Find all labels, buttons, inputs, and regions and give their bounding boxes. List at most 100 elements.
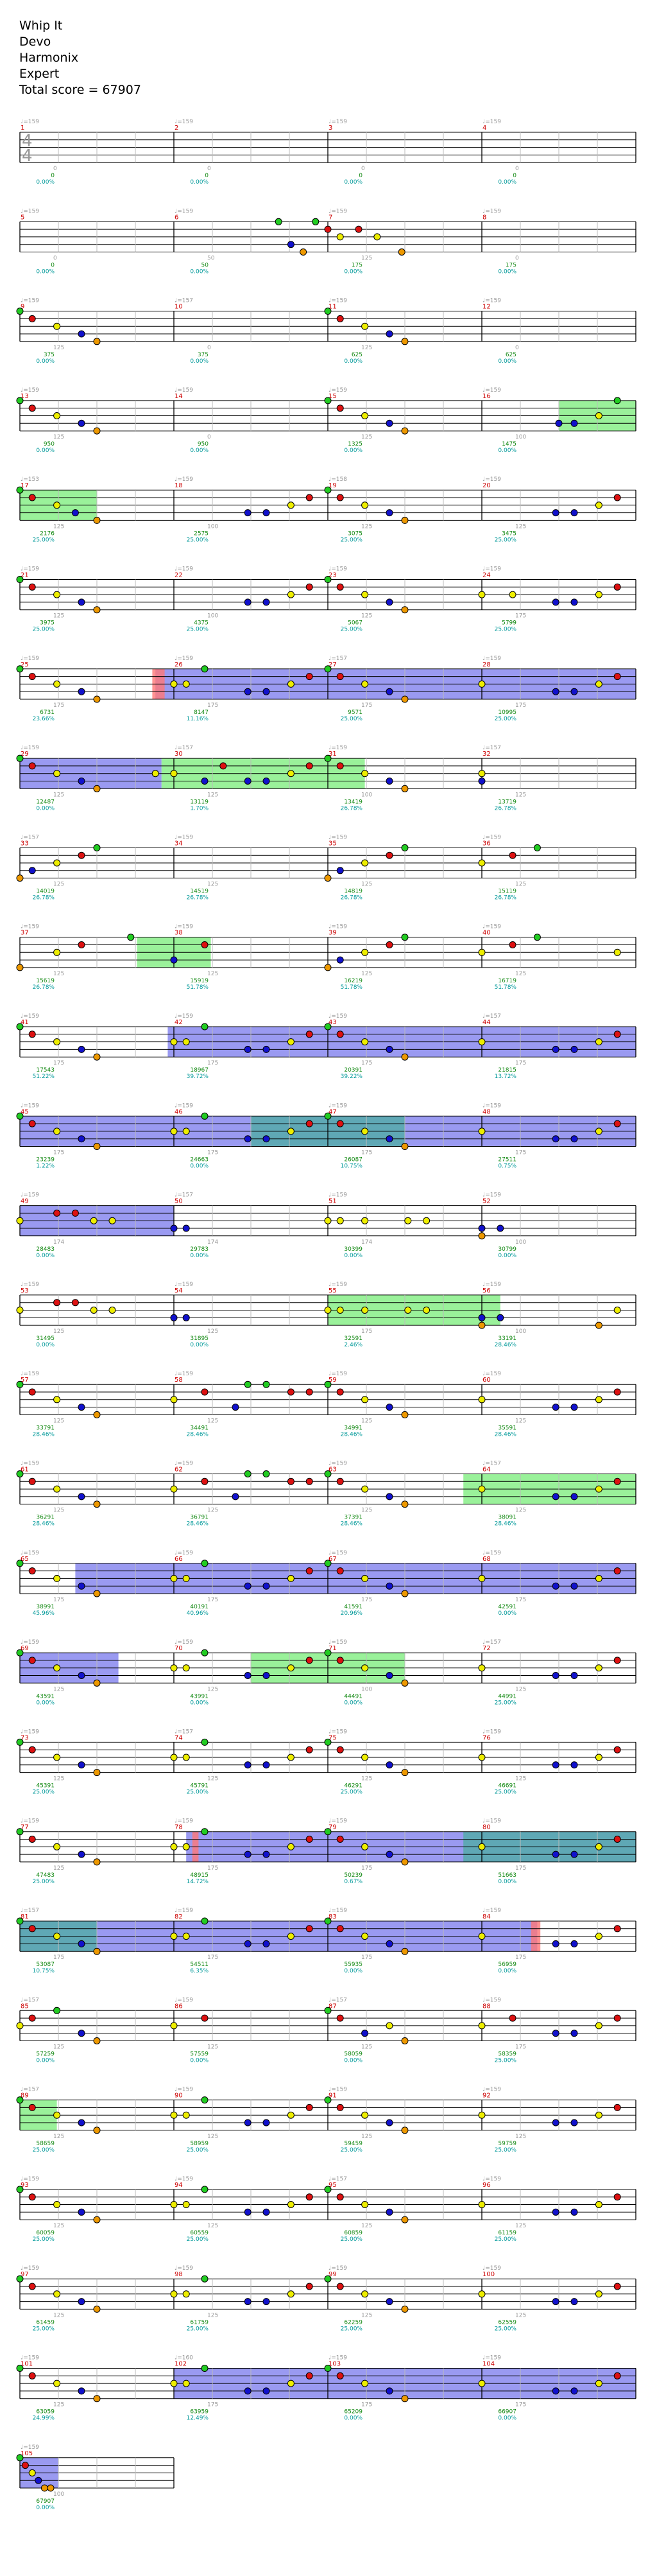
measure-percent: 0.00% <box>36 269 55 275</box>
measure-number: 24 <box>482 572 491 579</box>
measure-percent: 24.99% <box>33 2415 55 2422</box>
measure-score: 61759 <box>190 2319 209 2326</box>
measure-tick-count: 125 <box>361 2134 372 2140</box>
note-gem <box>28 583 36 591</box>
measure-number: 16 <box>482 393 491 400</box>
note-gem <box>182 1754 190 1761</box>
note-gem <box>232 1404 239 1411</box>
bpm-label: ♩=157 <box>21 1908 39 1914</box>
measure-score: 0 <box>51 173 55 179</box>
note-gem <box>182 2111 190 2119</box>
measure-percent: 0.00% <box>498 1253 516 1259</box>
note-gem <box>595 501 602 509</box>
measure-number: 58 <box>175 1377 183 1384</box>
bpm-label: ♩=159 <box>21 387 39 394</box>
measure-number: 54 <box>175 1287 183 1294</box>
note-gem <box>71 1299 79 1307</box>
measure-tick-count: 125 <box>515 971 526 977</box>
note-gem <box>262 1940 270 1947</box>
measure-percent: 0.00% <box>190 358 209 365</box>
bpm-label: ♩=159 <box>328 119 347 125</box>
note-gem <box>613 2103 621 2111</box>
note-gem <box>595 412 602 419</box>
measure-tick-count: 175 <box>515 1150 526 1156</box>
measure-percent: 28.46% <box>341 1521 363 1527</box>
note-gem <box>497 1224 504 1232</box>
measure-score: 13419 <box>344 799 363 805</box>
bpm-label: ♩=159 <box>21 924 39 930</box>
measure-tick-count: 175 <box>207 702 218 709</box>
measure-percent: 28.46% <box>495 1431 517 1438</box>
measure-number: 56 <box>482 1287 491 1294</box>
measure-score: 2575 <box>194 530 209 537</box>
note-gem <box>324 2275 332 2283</box>
measure-tick-count: 125 <box>53 1686 64 1693</box>
note-gem <box>401 1411 409 1418</box>
note-gem <box>78 330 85 338</box>
measure-tick-count: 125 <box>53 1776 64 1782</box>
measure-percent: 39.22% <box>341 1074 363 1080</box>
measure-percent: 0.00% <box>190 269 209 275</box>
measure-percent: 0.00% <box>36 2505 55 2511</box>
note-gem <box>93 516 101 524</box>
note-gem <box>478 778 486 785</box>
measure-score: 31895 <box>190 1336 209 1342</box>
measure-number: 38 <box>175 930 183 937</box>
bpm-label: ♩=157 <box>482 1461 501 1467</box>
note-gem <box>336 1217 344 1224</box>
measure-score: 175 <box>506 263 516 269</box>
measure-number: 21 <box>21 572 29 579</box>
note-gem <box>287 770 294 778</box>
measure-score: 55935 <box>344 1962 363 1968</box>
note-gem <box>478 1314 486 1321</box>
note-gem <box>305 494 313 501</box>
measure-number: 63 <box>328 1466 337 1474</box>
measure-percent: 25.00% <box>187 2236 209 2243</box>
note-gem <box>401 785 409 792</box>
measure-score: 46691 <box>498 1783 516 1789</box>
measure-tick-count: 175 <box>361 1954 372 1961</box>
note-gem <box>305 1836 313 1843</box>
note-gem <box>324 1649 332 1657</box>
note-gem <box>170 770 178 778</box>
bpm-label: ♩=159 <box>328 1282 347 1288</box>
measure-percent: 25.00% <box>341 2326 363 2332</box>
bpm-label: ♩=159 <box>482 119 501 125</box>
bpm-label: ♩=157 <box>21 1997 39 2003</box>
note-gem <box>423 1307 431 1314</box>
measure-number: 71 <box>328 1645 337 1652</box>
measure-score: 15919 <box>190 978 209 984</box>
note-gem <box>401 1590 409 1597</box>
bpm-label: ♩=159 <box>175 1461 193 1467</box>
bpm-label: ♩=159 <box>175 656 193 662</box>
note-gem <box>287 1038 294 1046</box>
note-gem <box>361 412 369 419</box>
note-gem <box>78 1940 85 1947</box>
note-gem <box>401 2305 409 2313</box>
note-gem <box>244 1582 252 1590</box>
note-gem <box>324 308 332 315</box>
note-gem <box>386 2208 393 2216</box>
note-gem <box>201 941 209 948</box>
note-gem <box>324 1917 332 1925</box>
measure-score: 51663 <box>498 1872 516 1879</box>
measure-percent: 0.00% <box>344 448 363 454</box>
measure-percent: 26.78% <box>187 895 209 901</box>
measure-score: 3475 <box>502 530 516 537</box>
note-gem <box>287 1574 294 1582</box>
measure-tick-count: 125 <box>361 971 372 977</box>
measure-tick-count: 125 <box>361 2044 372 2051</box>
note-gem <box>53 1038 61 1046</box>
measure-score: 58959 <box>190 2141 209 2147</box>
measure-score: 40191 <box>190 1604 209 1610</box>
bpm-label: ♩=159 <box>21 2176 39 2182</box>
measure-number: 79 <box>328 1824 337 1831</box>
note-gem <box>324 1470 332 1477</box>
measure-tick-count: 125 <box>361 434 372 440</box>
measure-number: 88 <box>482 2003 491 2010</box>
note-gem <box>53 1209 61 1217</box>
note-gem <box>570 2298 578 2306</box>
note-gem <box>361 1754 369 1761</box>
note-gem <box>170 1843 178 1850</box>
note-gem <box>361 1485 369 1493</box>
